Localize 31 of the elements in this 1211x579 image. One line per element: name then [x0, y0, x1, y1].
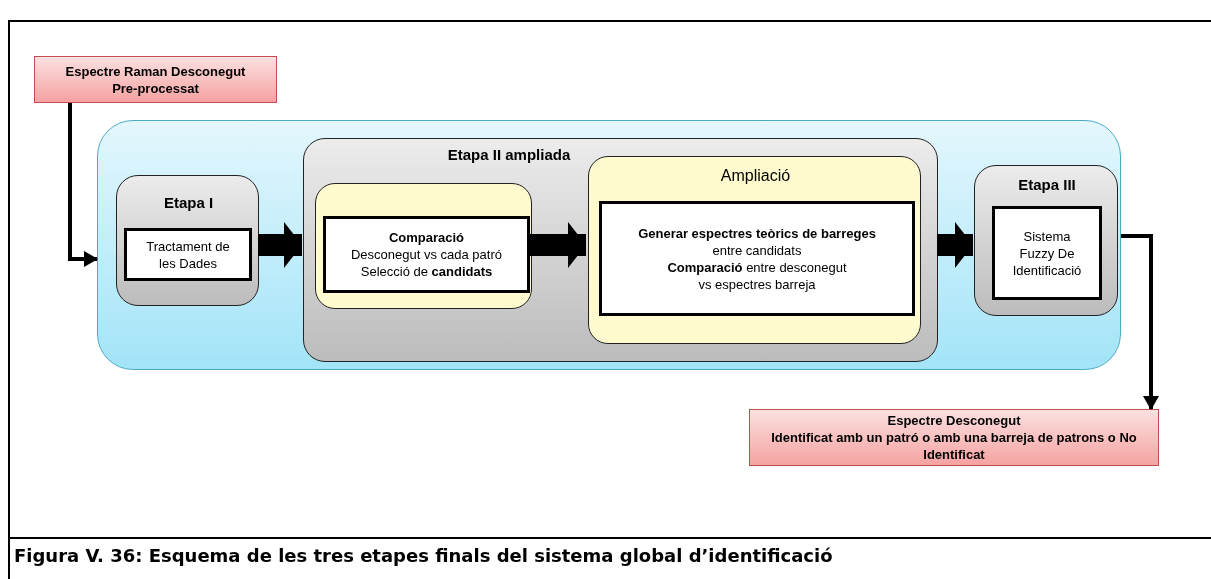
- box-text: Espectre Desconegut: [887, 412, 1021, 429]
- box-text: Espectre Raman Desconegut Pre-processat: [64, 62, 247, 97]
- box-text: Tractament de les Dades: [145, 237, 231, 272]
- sub-stage-box: [315, 183, 532, 309]
- box-text: Comparació entre desconegut vs espectres barreja: [666, 258, 848, 293]
- block-arrow: [258, 222, 302, 268]
- block-arrow: [937, 222, 973, 268]
- process-box: [124, 228, 252, 281]
- output-box: [749, 409, 1159, 466]
- stage-heading: Ampliació: [719, 167, 792, 185]
- arrow: [68, 103, 98, 267]
- box-text: Sistema Fuzzy De Identificació: [1012, 227, 1082, 279]
- stage-box: [116, 175, 259, 306]
- box-text: Comparació: [388, 229, 465, 246]
- sub-stage-box: [588, 156, 921, 344]
- process-box: [599, 201, 915, 316]
- box-text: Selecció de candidats: [360, 263, 493, 280]
- stage-heading: Etapa II ampliada: [446, 146, 572, 163]
- arrow: [1121, 234, 1159, 410]
- box-text: Identificat amb un patró o amb una barreja de patrons o No Identificat: [770, 429, 1138, 463]
- input-box: [34, 56, 277, 103]
- box-text: Desconegut vs cada patró: [350, 246, 502, 263]
- stage-box: [974, 165, 1118, 316]
- block-arrow: [530, 222, 586, 268]
- figure-caption: Figura V. 36: Esquema de les tres etapes finals del sistema global d’identificació: [14, 545, 833, 566]
- process-box: [323, 216, 530, 293]
- stage-box: [303, 138, 938, 362]
- stage-heading: Etapa I: [162, 194, 215, 211]
- process-box: [992, 206, 1102, 300]
- system-panel: [97, 120, 1121, 370]
- stage-heading: Etapa III: [1017, 176, 1077, 193]
